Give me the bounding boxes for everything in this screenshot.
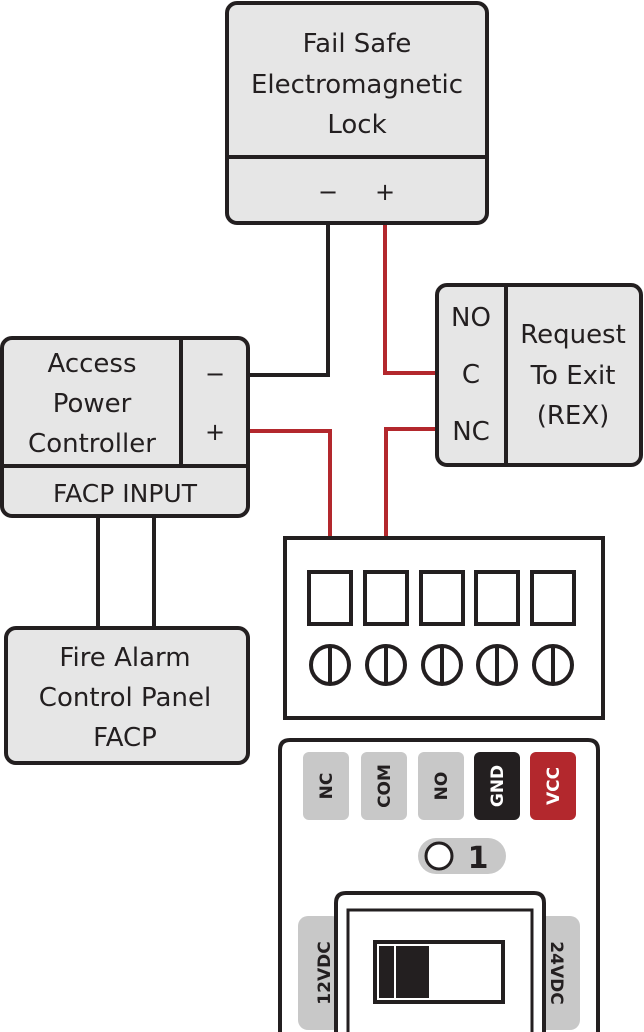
right-voltage-label: 24VDC bbox=[546, 941, 566, 1004]
module-label-gnd: GND bbox=[488, 765, 508, 807]
rex-title-line3: (REX) bbox=[537, 401, 610, 431]
apc-plus-terminal: + bbox=[205, 418, 225, 446]
rex-box bbox=[435, 283, 643, 467]
rex-title-line1: Request bbox=[520, 320, 626, 350]
terminal-slot-4[interactable] bbox=[474, 570, 520, 626]
module-label-bg-com bbox=[361, 752, 407, 820]
switch-knob[interactable] bbox=[395, 946, 429, 998]
wire-lock-plus-to-rex-c bbox=[383, 225, 438, 375]
terminal-screws bbox=[309, 644, 574, 686]
terminal-slot-2[interactable] bbox=[363, 570, 409, 626]
rex-no-terminal: NO bbox=[451, 303, 491, 333]
lock-title-line2: Electromagnetic bbox=[251, 70, 463, 100]
electromagnetic-lock: Fail Safe Electromagnetic Lock − + bbox=[225, 1, 489, 225]
fire-alarm-control-panel: Fire Alarm Control Panel FACP bbox=[4, 626, 250, 765]
module-label-nc: NC bbox=[317, 773, 337, 800]
apc-minus-terminal: − bbox=[205, 360, 225, 388]
lock-title-line3: Lock bbox=[327, 110, 386, 140]
left-voltage-tab bbox=[298, 916, 342, 1030]
lock-plus-terminal: + bbox=[375, 178, 395, 206]
module-label-bg-gnd bbox=[474, 752, 520, 820]
rex-c-terminal: C bbox=[462, 360, 480, 390]
relay-module: NC COM NO GND VCC 1 12VDC 24VDC bbox=[278, 738, 600, 1032]
module-label-bg-nc bbox=[303, 752, 349, 820]
apc-title-line1: Access bbox=[47, 349, 136, 379]
terminal-slot-3[interactable] bbox=[419, 570, 465, 626]
module-label-bg-no bbox=[418, 752, 464, 820]
right-voltage-tab bbox=[536, 916, 580, 1030]
switch-housing-inner bbox=[346, 908, 534, 1032]
facp-title-line1: Fire Alarm bbox=[59, 643, 190, 673]
left-voltage-label: 12VDC bbox=[315, 941, 335, 1004]
terminal-slot-1[interactable] bbox=[307, 570, 353, 626]
facp-title-line3: FACP bbox=[93, 723, 157, 753]
module-label-no: NO bbox=[432, 772, 452, 801]
access-power-controller: Access Power Controller − + FACP INPUT bbox=[0, 336, 250, 518]
rex-title-line2: To Exit bbox=[530, 361, 616, 391]
rex-nc-terminal: NC bbox=[452, 417, 490, 447]
wire-lock-minus-to-apc-minus bbox=[248, 225, 330, 377]
module-terminal-labels: NC COM NO GND VCC bbox=[303, 752, 576, 820]
lock-title-line1: Fail Safe bbox=[303, 29, 412, 59]
terminal-slots bbox=[307, 570, 576, 626]
apc-box bbox=[0, 336, 250, 518]
request-to-exit: NO C NC Request To Exit (REX) bbox=[435, 283, 643, 467]
facp-box bbox=[4, 626, 250, 765]
facp-title-line2: Control Panel bbox=[39, 683, 211, 713]
module-label-vcc: VCC bbox=[544, 767, 564, 805]
module-label-bg-vcc bbox=[530, 752, 576, 820]
terminal-block bbox=[283, 536, 605, 720]
lock-box bbox=[225, 1, 489, 225]
lock-minus-terminal: − bbox=[318, 178, 338, 206]
terminal-block-frame bbox=[283, 536, 605, 720]
switch-knob-dark bbox=[379, 946, 395, 998]
module-label-com: COM bbox=[375, 764, 395, 808]
apc-facp-input-label: FACP INPUT bbox=[53, 479, 198, 508]
apc-title-line2: Power bbox=[53, 389, 132, 419]
led-icon bbox=[424, 841, 454, 871]
terminal-slot-5[interactable] bbox=[530, 570, 576, 626]
led-number: 1 bbox=[468, 841, 489, 876]
apc-title-line3: Controller bbox=[28, 429, 156, 459]
